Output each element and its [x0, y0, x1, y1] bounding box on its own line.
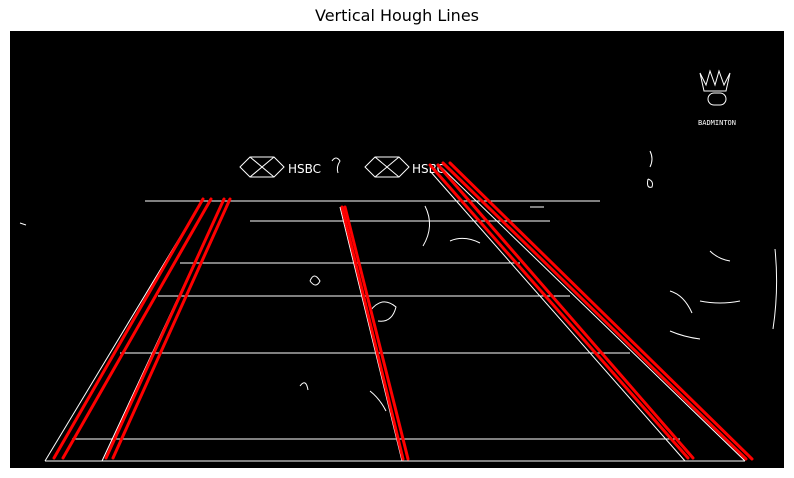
banner-edges	[239, 156, 410, 178]
hough-lines	[52, 161, 754, 461]
figure-title: Vertical Hough Lines	[315, 6, 479, 25]
edge-image: HSBC HSBC BADMINTON	[19, 69, 778, 462]
hough-line	[340, 205, 405, 461]
court-right-sideline	[439, 165, 746, 462]
hough-line	[436, 163, 695, 460]
image-frame: HSBC HSBC BADMINTON	[10, 31, 784, 468]
badminton-logo-icon	[699, 69, 731, 106]
court-right-inner-line	[429, 170, 686, 462]
court-center-line	[339, 206, 403, 462]
hsbc-banner-text: HSBC	[288, 162, 321, 176]
hough-line	[104, 197, 226, 460]
hough-line	[111, 197, 232, 460]
hough-line	[448, 161, 754, 461]
hough-line	[61, 197, 213, 460]
hough-line	[428, 163, 690, 460]
hough-line	[441, 161, 748, 461]
court-edges	[44, 165, 746, 462]
hough-line	[343, 205, 410, 461]
hough-line	[52, 197, 205, 460]
edge-noise	[19, 150, 778, 412]
badminton-logo-text: BADMINTON	[698, 119, 736, 127]
